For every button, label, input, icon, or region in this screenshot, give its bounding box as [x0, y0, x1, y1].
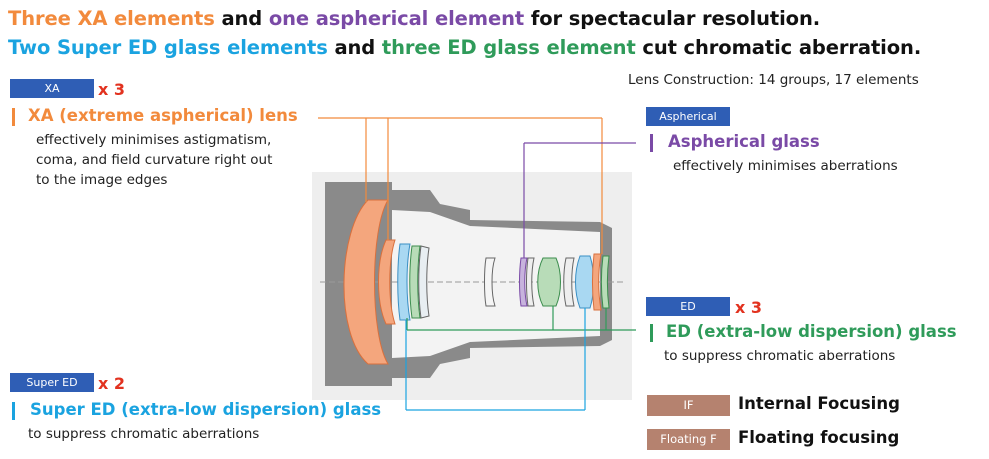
aspherical-lens [519, 257, 528, 307]
if-label: Internal Focusing [738, 394, 900, 413]
xa-desc-line: effectively minimises astigmatism, [36, 132, 272, 148]
clear-lens-middle [484, 257, 496, 307]
aspherical-callout-lines [523, 142, 636, 258]
headline-tail: for spectacular resolution. [524, 7, 821, 30]
aspherical-bar [650, 134, 653, 152]
rear-xa-lens [592, 253, 602, 311]
headline-ed-text: three ED glass element [381, 36, 636, 59]
ed-lens-middle [537, 257, 561, 307]
front-xa-lens [343, 199, 389, 365]
super-ed-multiplier: x 2 [98, 374, 126, 393]
ed-description: to suppress chromatic aberrations [664, 346, 895, 366]
super-ed-lens-front [397, 243, 411, 321]
xa-description: effectively minimises astigmatism, coma,… [36, 130, 272, 190]
xa-multiplier: x 3 [98, 80, 126, 99]
clear-lens-front [418, 245, 430, 319]
xa-tag: XA [10, 79, 94, 98]
second-xa-lens [378, 239, 396, 325]
clear-lens-rear-1 [526, 257, 535, 307]
aspherical-label: Aspherical glass [668, 132, 820, 151]
super-ed-tag: Super ED [10, 373, 94, 392]
floating-focus-tag: Floating F [647, 429, 730, 450]
ed-desc-line: to suppress chromatic aberrations [664, 348, 896, 364]
super-ed-lens-rear [575, 255, 595, 309]
headline-tail: cut chromatic aberration. [635, 36, 922, 59]
headline-connector: and [214, 7, 269, 30]
aspherical-description: effectively minimises aberrations [673, 156, 898, 176]
ed-multiplier: x 3 [735, 298, 763, 317]
if-tag: IF [647, 395, 730, 416]
ed-callout-lines [406, 306, 636, 331]
ed-label: ED (extra-low dispersion) glass [666, 322, 957, 341]
ed-lens-rear [601, 255, 610, 309]
headline-resolution: Three XA elements and one aspherical ele… [8, 7, 820, 30]
ed-lens-front [409, 245, 421, 319]
headline-connector: and [327, 36, 382, 59]
headline-aspherical-text: one aspherical element [268, 7, 525, 30]
ed-bar [650, 324, 653, 342]
aspherical-desc-line: effectively minimises aberrations [673, 158, 898, 174]
super-ed-description: to suppress chromatic aberrations [28, 424, 259, 444]
super-ed-desc-line: to suppress chromatic aberrations [28, 426, 260, 442]
headline-super-ed-text: Two Super ED glass elements [8, 36, 328, 59]
ed-tag: ED [646, 297, 730, 316]
aspherical-tag: Aspherical [646, 107, 730, 126]
xa-desc-line: coma, and field curvature right out [36, 152, 273, 168]
xa-callout-lines [318, 117, 603, 254]
xa-label: XA (extreme aspherical) lens [28, 106, 298, 125]
lens-cavity [392, 210, 600, 358]
super-ed-callout-lines [405, 308, 586, 411]
super-ed-bar [12, 402, 15, 420]
xa-bar [12, 108, 15, 126]
xa-desc-line: to the image edges [36, 172, 168, 188]
floating-focus-label: Floating focusing [738, 428, 900, 447]
headline-chromatic: Two Super ED glass elements and three ED… [8, 36, 921, 59]
clear-lens-rear-2 [563, 257, 575, 307]
headline-xa-text: Three XA elements [8, 7, 215, 30]
super-ed-label: Super ED (extra-low dispersion) glass [30, 400, 382, 419]
lens-construction-text: Lens Construction: 14 groups, 17 element… [628, 72, 919, 88]
